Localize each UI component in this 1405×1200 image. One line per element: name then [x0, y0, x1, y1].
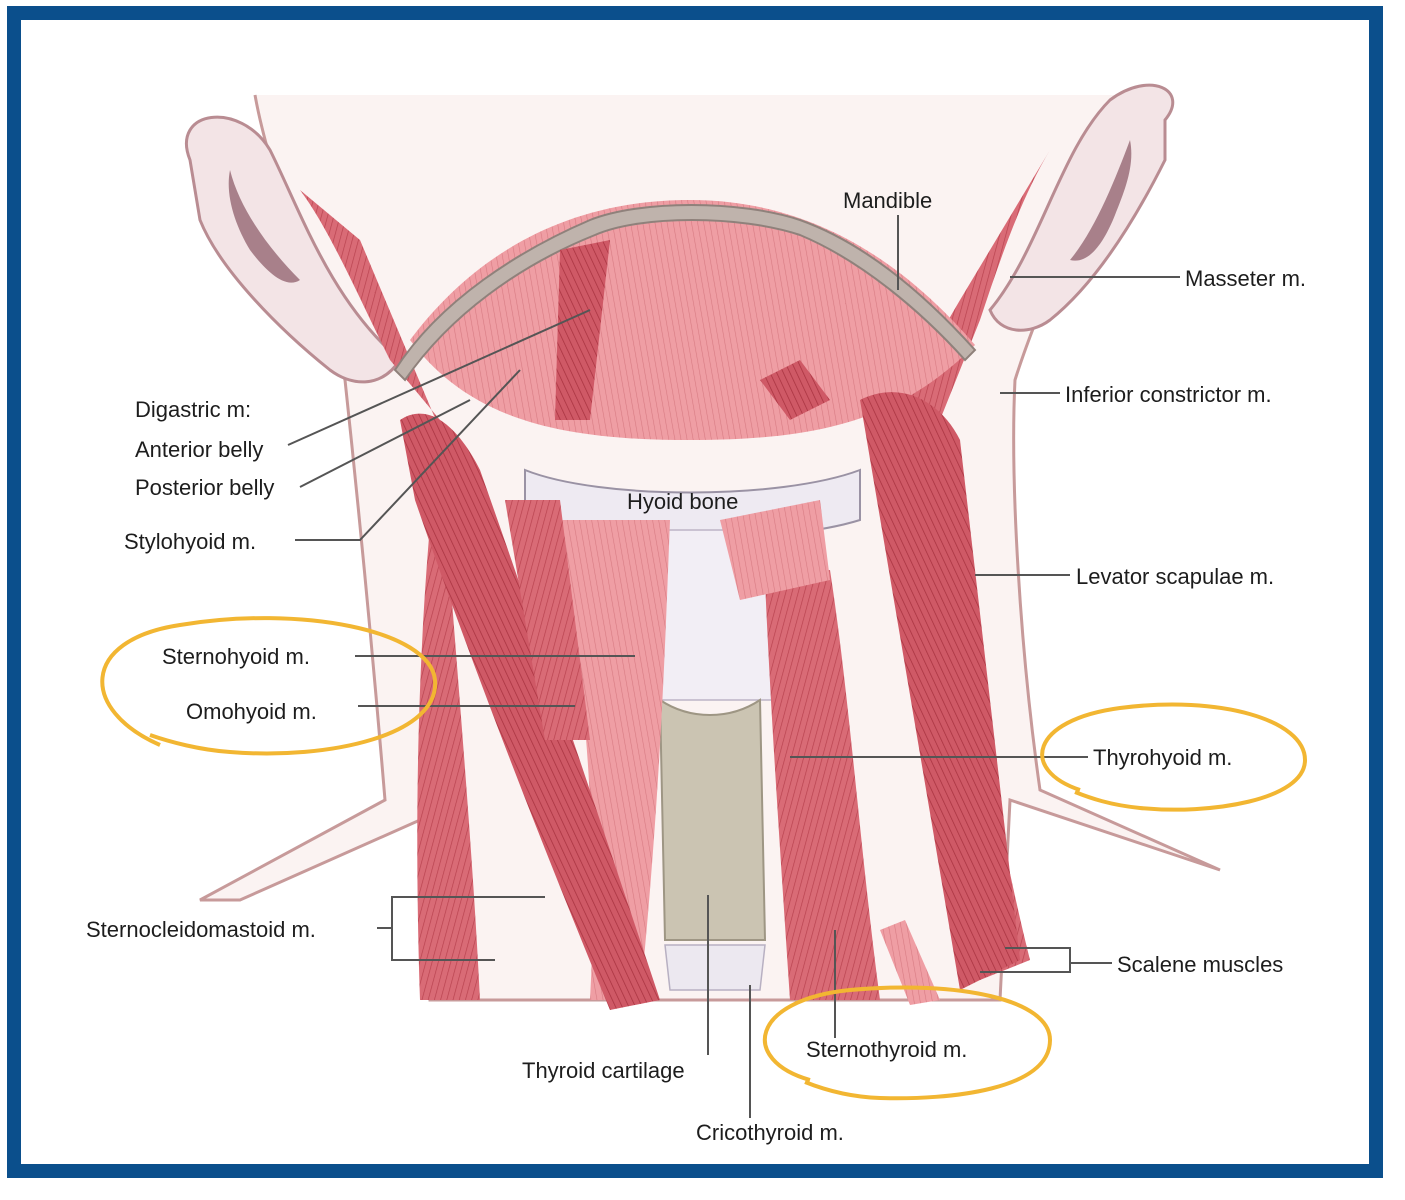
- cricoid-region: [664, 944, 766, 991]
- blue-frame: [7, 6, 1383, 1178]
- right-ear-illustration: [988, 83, 1175, 332]
- left-lateral-muscles: [300, 190, 480, 1000]
- label-thyrohyoid: Thyrohyoid m.: [1093, 745, 1232, 770]
- label-sternocleidomastoid: Sternocleidomastoid m.: [86, 917, 316, 942]
- mandible-shape: [393, 204, 977, 382]
- anterior-belly-left: [555, 240, 610, 420]
- levator-scapulae-shape: [860, 392, 1020, 990]
- anterior-belly-right-cut: [760, 360, 830, 420]
- label-inferior-constrictor: Inferior constrictor m.: [1065, 382, 1272, 407]
- omohyoid-left-shape: [505, 500, 590, 740]
- sternohyoid-left-shape: [560, 520, 670, 1000]
- label-omohyoid: Omohyoid m.: [186, 699, 317, 724]
- label-mandible: Mandible: [843, 188, 932, 213]
- thyroid-cartilage-shape: [658, 698, 767, 941]
- highlight-ovals: [100, 616, 1308, 1101]
- omohyoid-right-cut: [720, 500, 830, 600]
- label-levator-scapulae: Levator scapulae m.: [1076, 564, 1274, 589]
- label-masseter: Masseter m.: [1185, 266, 1306, 291]
- sternocleidomastoid-left-shape: [400, 413, 660, 1010]
- label-stylohyoid: Stylohyoid m.: [124, 529, 256, 554]
- label-thyroid-cartilage: Thyroid cartilage: [522, 1058, 685, 1083]
- label-scalene: Scalene muscles: [1117, 952, 1283, 977]
- floor-of-mouth-muscles: [410, 200, 975, 440]
- label-digastric: Digastric m:: [135, 397, 251, 422]
- label-hyoid-bone: Hyoid bone: [627, 489, 738, 514]
- label-anterior-belly: Anterior belly: [135, 437, 263, 462]
- scalene-cut-shape: [880, 920, 940, 1005]
- sternothyroid-right-shape: [765, 570, 880, 1000]
- label-posterior-belly: Posterior belly: [135, 475, 274, 500]
- label-cricothyroid: Cricothyroid m.: [696, 1120, 844, 1145]
- labels: Mandible Masseter m. Inferior constricto…: [86, 188, 1306, 1145]
- label-sternothyroid: Sternothyroid m.: [806, 1037, 967, 1062]
- leader-lines: [287, 215, 1180, 1118]
- label-sternohyoid: Sternohyoid m.: [162, 644, 310, 669]
